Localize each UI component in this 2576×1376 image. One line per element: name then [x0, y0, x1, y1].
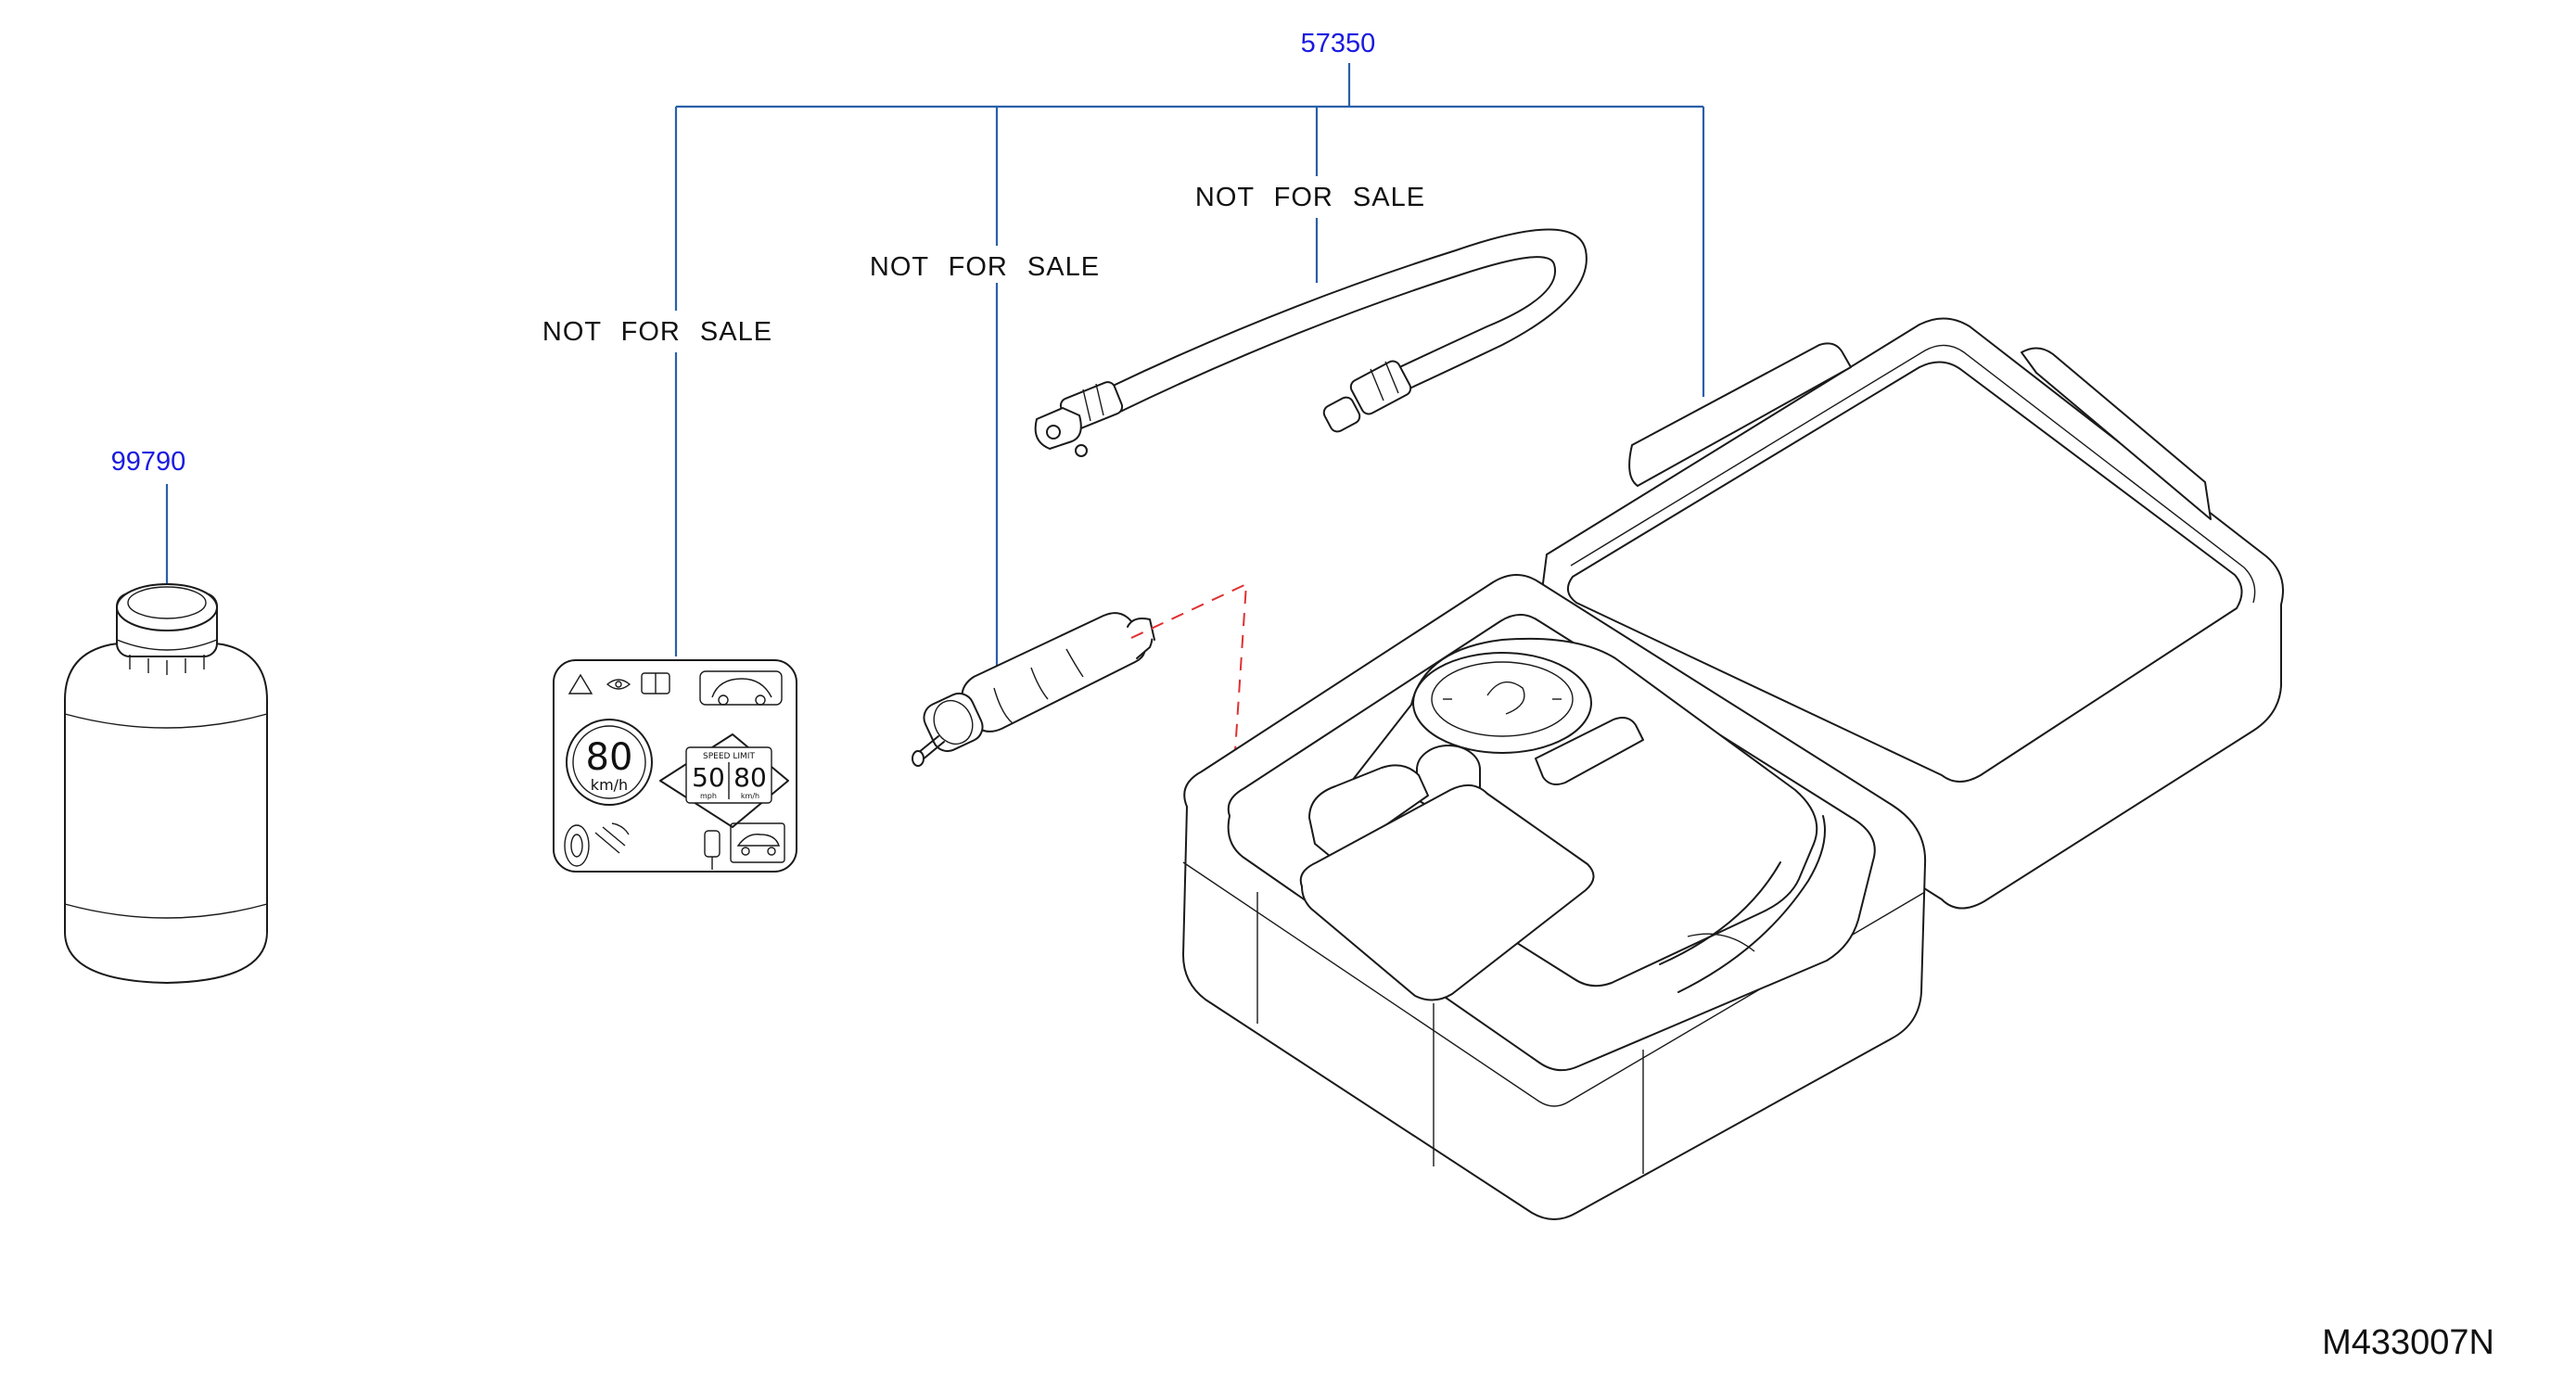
air-hose-drawing[interactable]: [1034, 228, 1588, 457]
big-speed-unit: km/h: [591, 776, 628, 794]
callout-99790[interactable]: 99790: [111, 447, 186, 477]
speed-label-drawing[interactable]: 80 km/h SPEED LIMIT 50 mph 80 km/h: [553, 659, 797, 873]
figure-reference: M433007N: [2322, 1323, 2494, 1362]
warning-triangle-icon: [567, 673, 593, 694]
big-speed-value: 80: [586, 736, 633, 779]
power-plug-drawing[interactable]: [912, 612, 1155, 767]
sign-kmh-unit: km/h: [741, 792, 759, 800]
leader-lines-57350: [674, 63, 1705, 669]
note-not-for-sale-hose: NOT FOR SALE: [1195, 183, 1425, 212]
car-tire-icon: [730, 822, 785, 863]
sealant-bottle-drawing[interactable]: [64, 583, 268, 984]
sign-mph-value: 50: [692, 762, 725, 793]
sign-title: SPEED LIMIT: [703, 752, 755, 761]
note-not-for-sale-label: NOT FOR SALE: [542, 317, 772, 347]
speed-80-circle: [566, 719, 653, 806]
sign-mph-unit: mph: [700, 792, 717, 800]
eye-icon: [606, 679, 631, 690]
tool-icon: [594, 822, 630, 854]
callout-57350[interactable]: 57350: [1301, 29, 1376, 58]
note-not-for-sale-connector: NOT FOR SALE: [870, 252, 1100, 282]
tire-icon: [564, 824, 590, 867]
sign-kmh-value: 80: [733, 762, 767, 793]
car-icon: [699, 670, 783, 706]
compressor-case-drawing[interactable]: [1182, 317, 2284, 1220]
